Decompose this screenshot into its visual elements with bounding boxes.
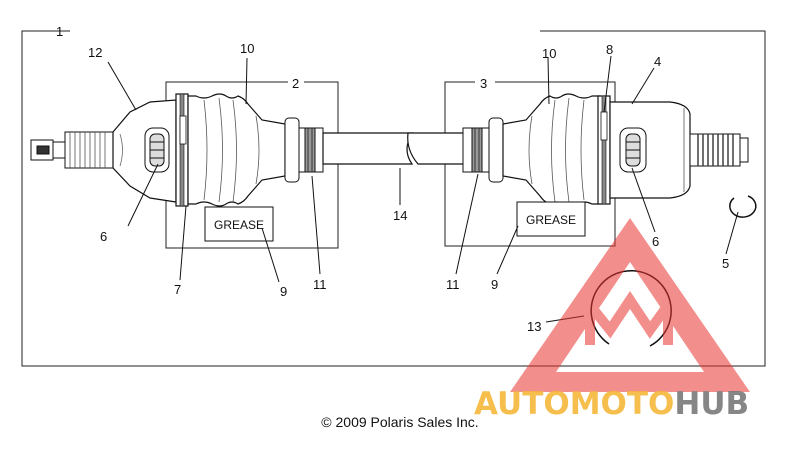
grease-label-left: GREASE — [214, 218, 264, 232]
callout-11-right: 11 — [446, 277, 460, 292]
snap-ring-5 — [729, 195, 757, 218]
right-small-clamp-11 — [462, 117, 504, 183]
callout-1: 1 — [56, 24, 63, 39]
left-small-clamp-11 — [284, 117, 324, 183]
right-bearing-cage — [619, 127, 647, 173]
grease-box-right — [516, 201, 586, 237]
callout-9-left: 9 — [280, 284, 287, 299]
callout-3: 3 — [480, 76, 487, 91]
callout-9-right: 9 — [491, 277, 498, 292]
left-spline-stub — [30, 131, 114, 169]
watermark-triangle-icon — [510, 218, 750, 392]
left-bearing-cage — [144, 127, 170, 173]
axle-shaft — [322, 132, 414, 165]
callout-10-left: 10 — [240, 41, 254, 56]
watermark-part1: AUTOMOTO — [474, 386, 674, 422]
right-cv-housing — [609, 101, 691, 199]
grease-label-right: GREASE — [526, 213, 576, 227]
left-boot-clamp-band — [179, 93, 185, 207]
callout-10-right: 10 — [542, 46, 556, 61]
callout-8: 8 — [606, 42, 613, 57]
inner-cv-box-3 — [444, 81, 616, 247]
right-spline-stub — [689, 133, 749, 167]
callout-13: 13 — [527, 319, 541, 334]
left-boot-folds — [203, 97, 260, 203]
left-clamp-latch — [179, 115, 187, 145]
axle-shaft-right — [407, 132, 466, 165]
watermark-text: AUTOMOTOHUB — [474, 386, 749, 422]
callout-2: 2 — [292, 76, 299, 91]
callout-numbers: 1 12 10 2 10 8 4 3 6 7 9 11 14 11 9 6 5 … — [56, 24, 729, 334]
copyright-notice: © 2009 Polaris Sales Inc. — [321, 414, 479, 430]
assembly-frame — [21, 30, 766, 367]
callout-14: 14 — [393, 208, 407, 223]
callout-12: 12 — [88, 45, 102, 60]
watermark-part2: HUB — [674, 386, 749, 422]
callout-11-left: 11 — [313, 277, 327, 292]
callout-4: 4 — [654, 54, 661, 69]
right-boot-clamp-band — [601, 95, 607, 205]
right-clamp-latch — [600, 111, 608, 141]
callout-7: 7 — [174, 282, 181, 297]
callout-5: 5 — [722, 256, 729, 271]
right-boot-folds — [528, 97, 585, 203]
callout-6-right: 6 — [652, 234, 659, 249]
callout-6-left: 6 — [100, 229, 107, 244]
watermark-logo — [510, 218, 750, 392]
grease-box-left — [204, 206, 274, 242]
inner-cv-box-2 — [165, 81, 339, 249]
left-cv-housing-shade — [119, 133, 123, 167]
watermark-m-icon — [585, 289, 673, 345]
